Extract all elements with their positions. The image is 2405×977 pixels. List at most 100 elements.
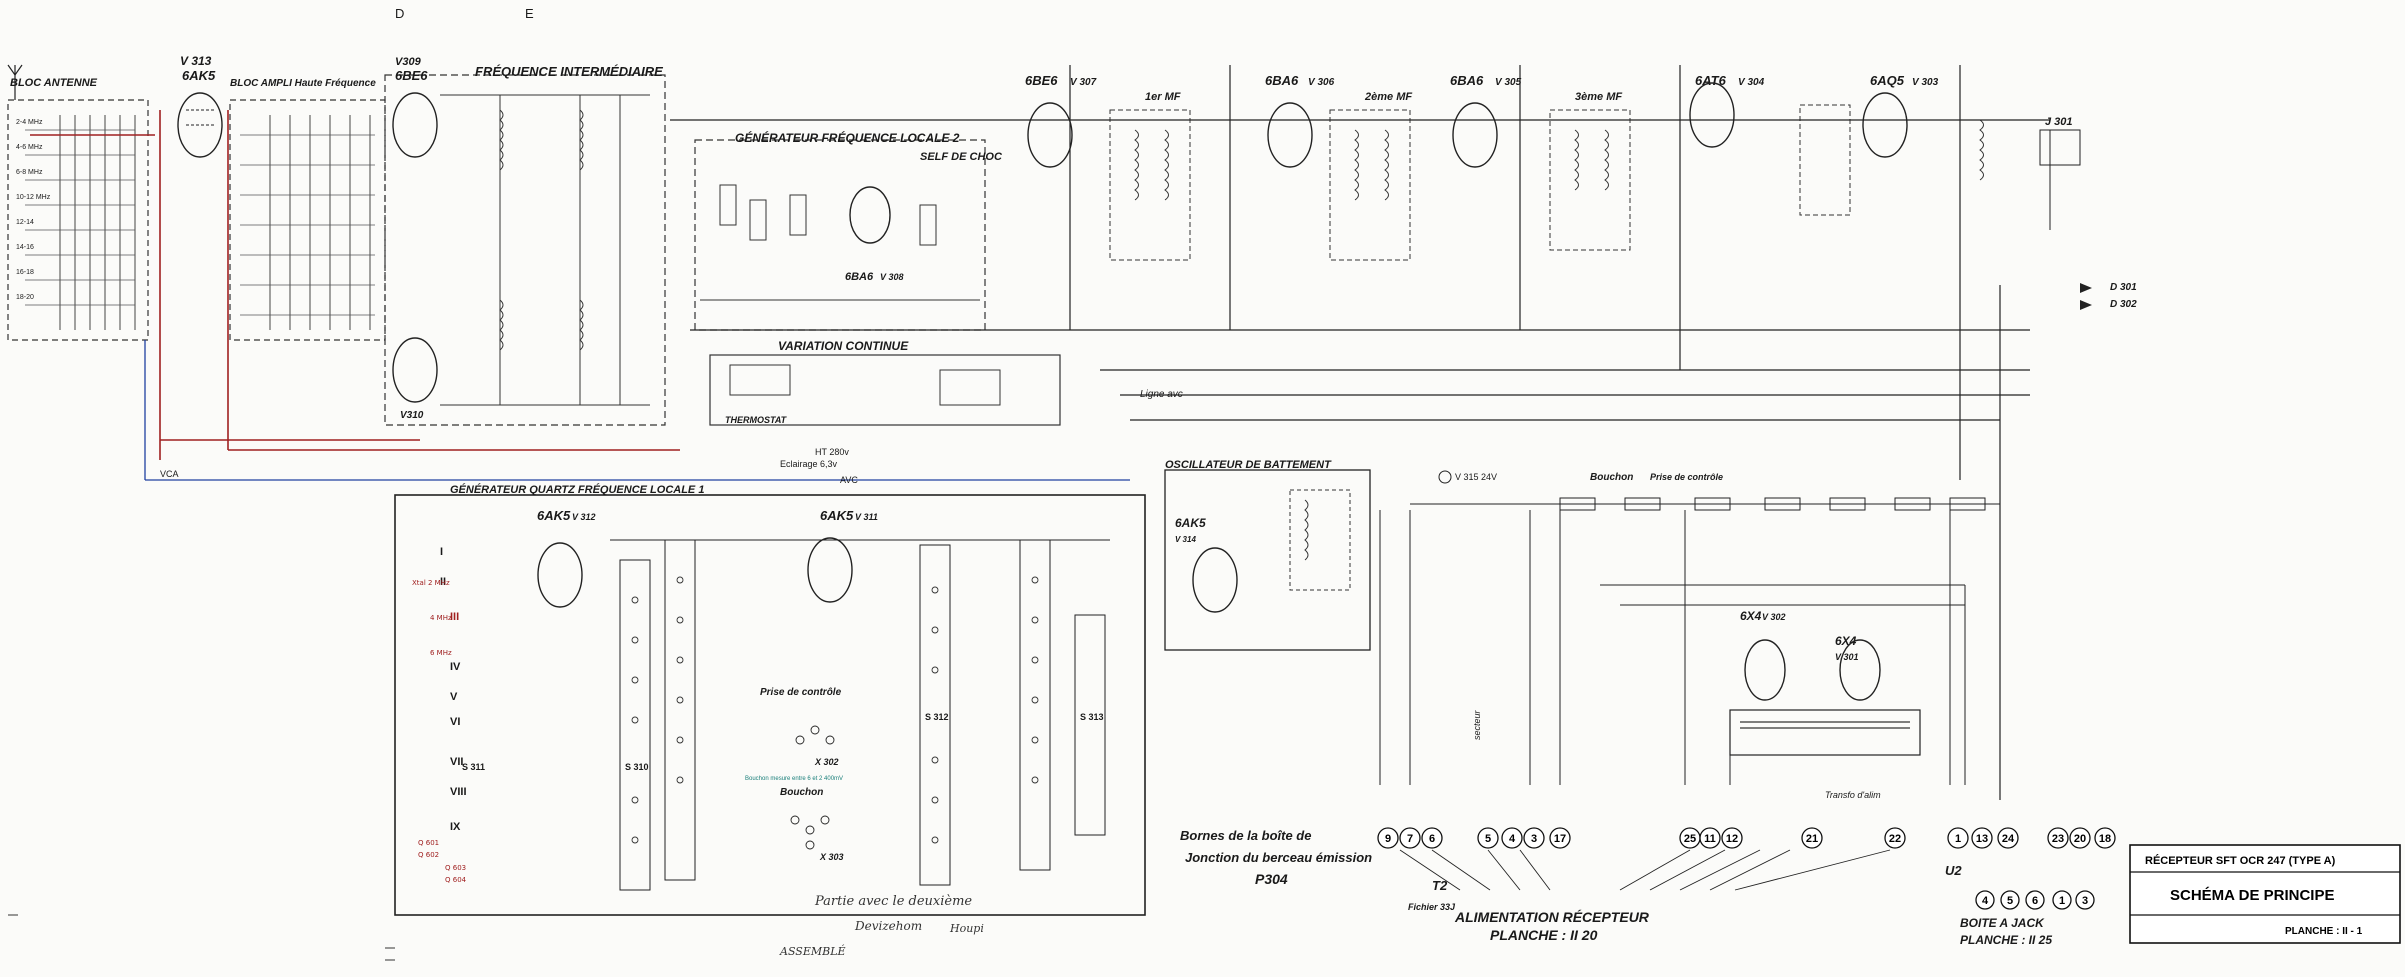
generateur-quartz-section: GÉNÉRATEUR QUARTZ FRÉQUENCE LOCALE 1 6AK… <box>394 483 1146 916</box>
variation-continue-section: VARIATION CONTINUE THERMOSTAT <box>709 339 1061 426</box>
oscillateur-battement-section: OSCILLATEUR DE BATTEMENT 6AK5 V 314 <box>1164 459 1371 651</box>
tube-type: 6BA6 <box>1265 73 1299 88</box>
x302-label: X 302 <box>814 757 839 767</box>
mf-label: 1er MF <box>1145 91 1181 103</box>
ligne-avc-label: Ligne avc <box>1140 389 1183 400</box>
terminal-circle <box>2075 890 2095 910</box>
bornes-line2: Jonction du berceau émission <box>1185 850 1372 865</box>
v315-label: V 315 24V <box>1455 472 1497 482</box>
switch-label: S 311 <box>462 762 485 772</box>
terminal-circle <box>1399 827 1421 849</box>
thermostat-label: THERMOSTAT <box>725 415 788 425</box>
band-label: 2-4 MHz <box>16 119 43 126</box>
terminal-number: 1 <box>1955 833 1961 845</box>
note: Houpi <box>949 922 984 935</box>
bloc-antenne-label: BLOC ANTENNE <box>10 77 98 89</box>
terminal-circle <box>1947 827 1969 849</box>
terminal-circle <box>1523 827 1545 849</box>
bornes-section: Bornes de la boîte de Jonction du bercea… <box>1180 827 2116 947</box>
terminal-circle <box>2094 827 2116 849</box>
terminal-number: 6 <box>2032 895 2038 907</box>
tube-type: 6AK5 <box>537 508 571 523</box>
switch-label: S 313 <box>1080 712 1104 722</box>
terminal-number: 24 <box>2002 833 2015 845</box>
band-label: 4-6 MHz <box>16 144 43 151</box>
boite-jack-line1: BOITE A JACK <box>1960 916 2045 930</box>
band-label: 10-12 MHz <box>16 194 51 201</box>
handwritten-notes: Partie avec le deuxième Devizehom ASSEMB… <box>779 894 984 958</box>
terminal-number: 22 <box>1889 833 1901 845</box>
tube-ref: V 311 <box>855 512 878 522</box>
quartz-label: Q 602 <box>418 851 439 859</box>
variation-continue-label: VARIATION CONTINUE <box>778 339 909 353</box>
header-letter-e: E <box>525 6 534 21</box>
terminal-number: 4 <box>1509 833 1516 845</box>
tube-type: 6BE6 <box>1025 73 1058 88</box>
quartz-label: 6 MHz <box>430 649 452 657</box>
switch-position: IV <box>450 661 461 673</box>
antenna-icon <box>7 64 23 100</box>
tube-type: 6AK5 <box>182 68 216 83</box>
tube-ref: V 304 <box>1738 77 1765 88</box>
switch-position: V <box>450 691 458 703</box>
tube-ref: V 301 <box>1835 652 1859 662</box>
mf-stages: 6BE6 V 307 6BA6 V 306 6BA6 V 305 6AT6 V … <box>670 65 2050 480</box>
terminal-circle <box>1501 827 1523 849</box>
control-chain: V 315 24V Bouchon Prise de contrôle 6X4 … <box>1379 470 2000 800</box>
terminal-circle <box>1884 827 1906 849</box>
terminal-circle <box>1421 827 1443 849</box>
tube-type: 6X4 <box>1740 609 1762 623</box>
quartz-label: Q 604 <box>445 876 467 884</box>
alimentation-line2: PLANCHE : II 20 <box>1490 927 1598 943</box>
terminal-number: 9 <box>1385 833 1391 845</box>
terminal-number: 3 <box>2082 895 2088 907</box>
title-main: SCHÉMA DE PRINCIPE <box>2170 887 2334 904</box>
terminal-circle <box>1377 827 1399 849</box>
mf-label: 2ème MF <box>1364 91 1412 103</box>
vca-label: VCA <box>160 469 179 479</box>
terminal-number: 18 <box>2099 833 2111 845</box>
switch-position: IX <box>450 821 461 833</box>
gen-locale2-label: GÉNÉRATEUR FRÉQUENCE LOCALE 2 <box>735 130 960 145</box>
u2-label: U2 <box>1945 863 1962 878</box>
band-label: 6-8 MHz <box>16 169 43 176</box>
switch-position: VIII <box>450 786 467 798</box>
title-planche: PLANCHE : II - 1 <box>2285 926 2363 937</box>
band-label: 14-16 <box>16 244 34 251</box>
switch-label: S 310 <box>625 762 649 772</box>
red-wiring <box>30 110 680 460</box>
terminal-number: 23 <box>2052 833 2064 845</box>
terminal-number: 1 <box>2059 895 2065 907</box>
terminal-number: 3 <box>1531 833 1537 845</box>
diode-label: D 301 <box>2110 282 2137 293</box>
tube-ref: V 313 <box>180 54 212 68</box>
terminal-circle <box>2069 827 2091 849</box>
prise-controle-2: Prise de contrôle <box>1650 472 1723 482</box>
terminal-circle <box>1721 827 1743 849</box>
ht-label: HT 280v <box>815 447 849 457</box>
self-choc-label: SELF DE CHOC <box>920 151 1003 163</box>
terminal-number: 5 <box>1485 833 1491 845</box>
tube-ref: V 306 <box>1308 77 1335 88</box>
terminal-number: 21 <box>1806 833 1818 845</box>
note: ASSEMBLÉ <box>779 944 846 958</box>
switch-position: III <box>450 611 459 623</box>
terminal-circle <box>1801 827 1823 849</box>
tube-ref: V 314 <box>1175 535 1196 544</box>
terminal-circle <box>1699 827 1721 849</box>
switch-position: VI <box>450 716 460 728</box>
title-top: RÉCEPTEUR SFT OCR 247 (TYPE A) <box>2145 854 2336 867</box>
quartz-label: 4 MHz <box>430 614 452 622</box>
terminal-circle <box>2025 890 2045 910</box>
j301-label: J 301 <box>2045 116 2073 128</box>
tube-v313: V 313 6AK5 <box>177 54 223 158</box>
bloc-ampli-label: BLOC AMPLI Haute Fréquence <box>230 78 376 89</box>
tube-ref: V310 <box>400 410 424 421</box>
tube-ref: V 312 <box>572 512 596 522</box>
terminal-number: 12 <box>1726 833 1738 845</box>
bouchon-label-2: Bouchon <box>1590 472 1633 483</box>
band-label: 18-20 <box>16 294 34 301</box>
